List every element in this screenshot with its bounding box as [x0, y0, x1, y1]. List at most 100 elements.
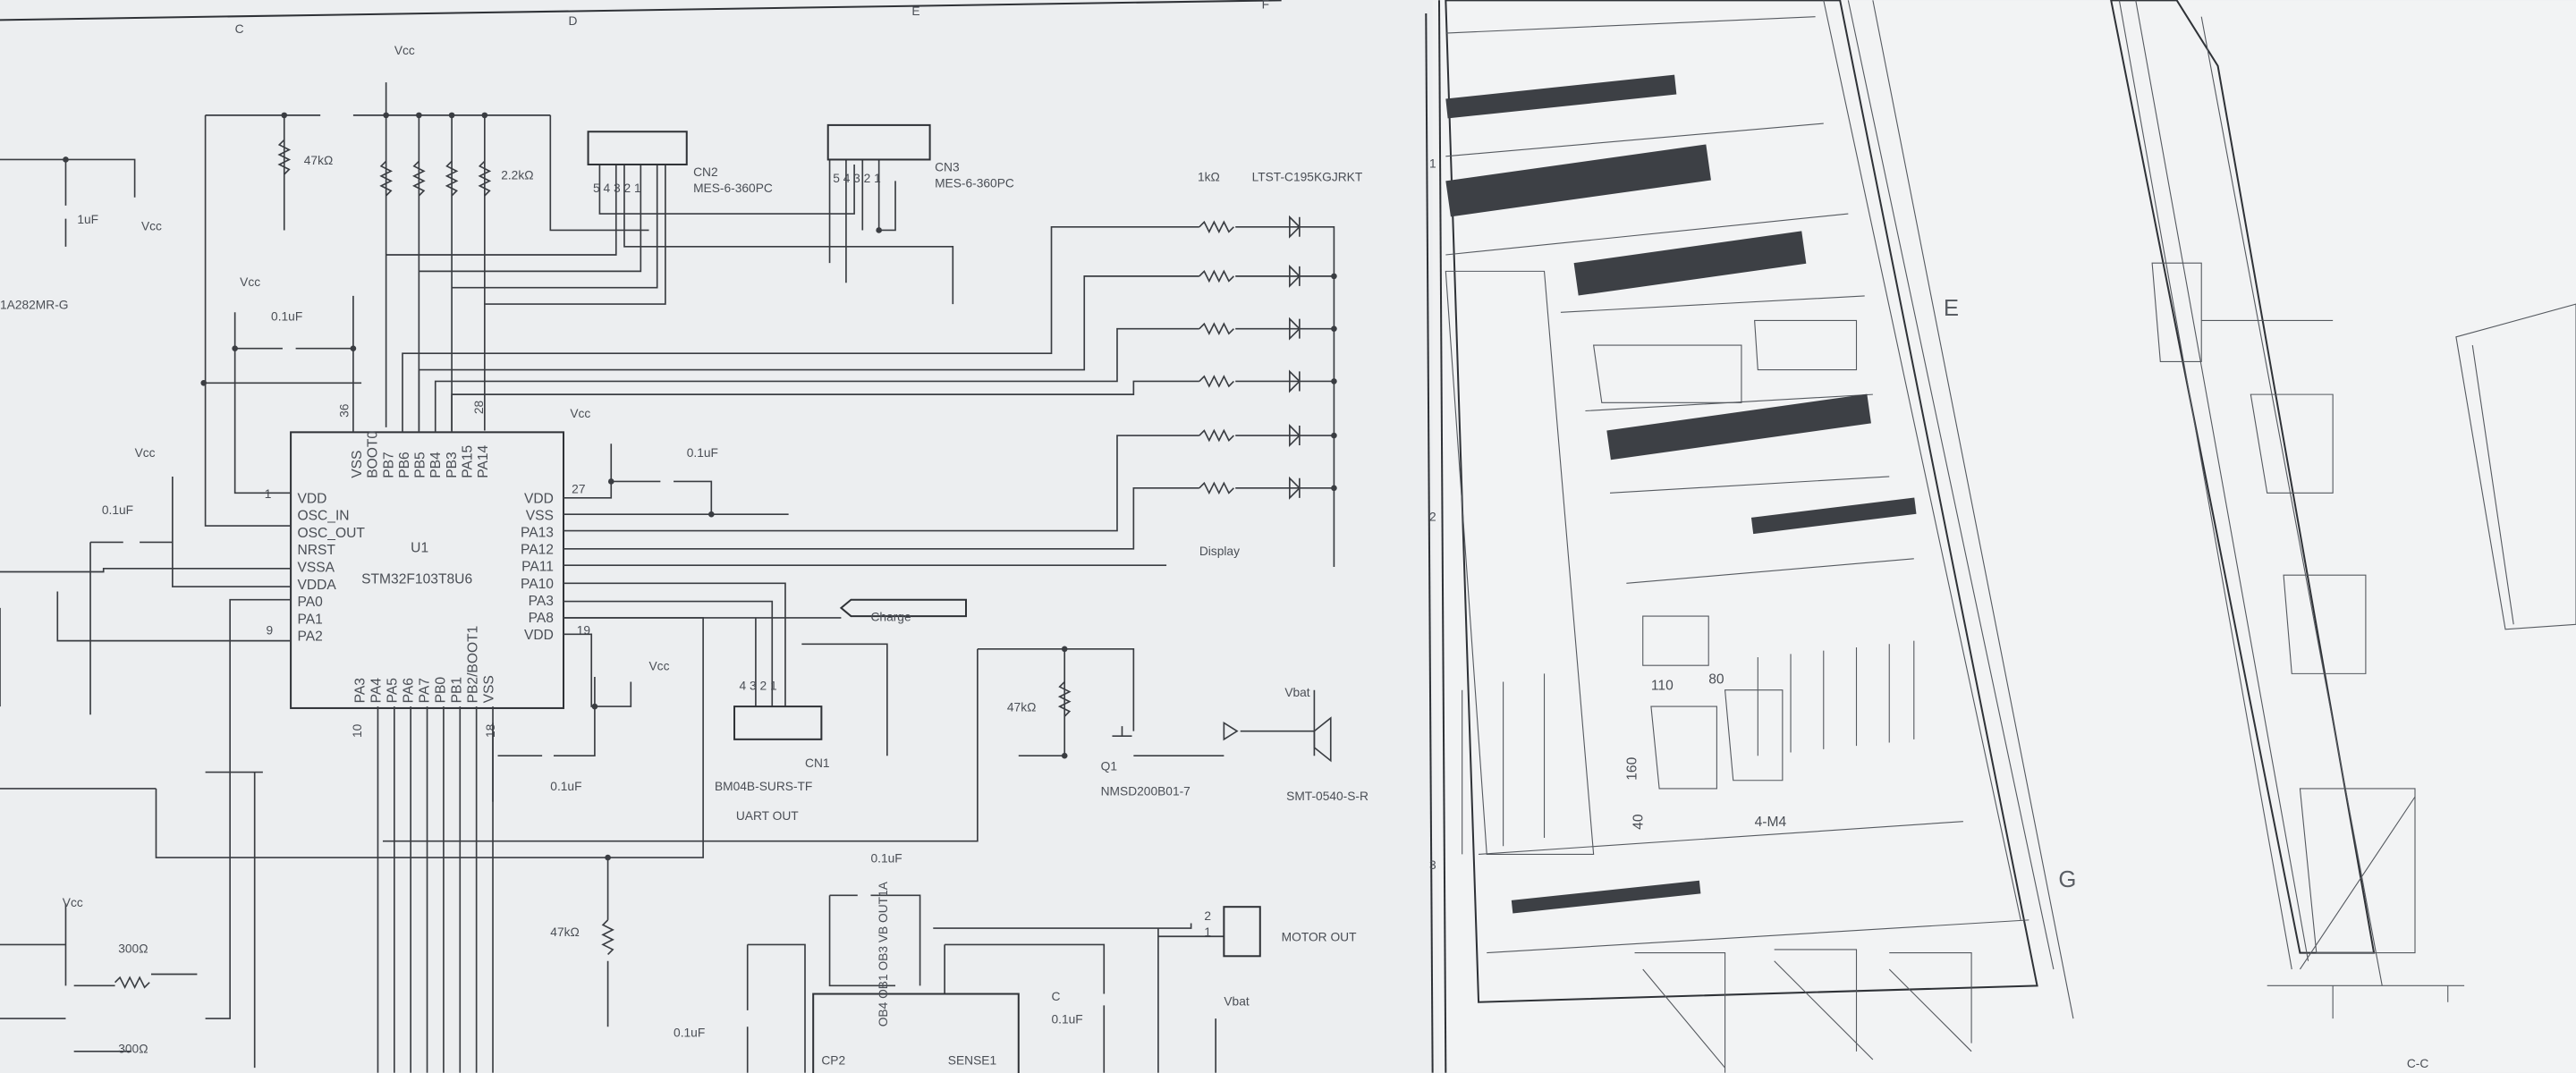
- u1-pin-label: VSS: [350, 451, 365, 478]
- resistor-value: 47kΩ: [550, 925, 580, 939]
- grid-col-c: C: [235, 22, 244, 36]
- capacitor-value: 1uF: [77, 213, 98, 226]
- vbat-label: Vbat: [1284, 686, 1309, 699]
- capacitor-value: 0.1uF: [1052, 1013, 1083, 1027]
- vcc-label: Vcc: [141, 219, 162, 232]
- u1-pin-label: VDD: [297, 491, 326, 506]
- dimension-80: 80: [1708, 672, 1724, 687]
- vbat-label: Vbat: [1224, 994, 1249, 1008]
- q1-ref: Q1: [1101, 760, 1117, 773]
- u1-pin-label: VDD: [524, 491, 554, 506]
- charge-label: Charge: [870, 611, 911, 624]
- u1-pin-label: BOOT0: [366, 431, 381, 478]
- u1-pin-label: PA10: [521, 577, 554, 592]
- schematic-sheet: C D E F VDDOSC_INOSC_OUTNRSTVSSAVDDAPA0P…: [0, 0, 1434, 1073]
- grid-row-3: 3: [1429, 858, 1436, 872]
- pin-number: 9: [267, 623, 274, 637]
- grid-col-d: D: [569, 14, 578, 28]
- capacitor-ref: C: [1052, 990, 1061, 1003]
- u1-pin-label: PA4: [369, 678, 385, 704]
- regulator-part: 1A282MR-G: [0, 299, 69, 312]
- dimension-40: 40: [1631, 814, 1647, 830]
- u1-pin-label: PA13: [521, 526, 554, 541]
- pin-number: 27: [572, 482, 585, 495]
- u1-pin-label: PA0: [297, 595, 323, 610]
- u1-pin-label: PB4: [428, 452, 444, 478]
- sense-pins: OB4 OB1 OB3 VB OUT1A: [877, 881, 890, 1027]
- u1-pin-label: PA7: [418, 678, 433, 703]
- cn2-pins: 5 4 3 2 1: [593, 182, 641, 195]
- vcc-label: Vcc: [570, 407, 590, 420]
- u1-pin-label: VSSA: [297, 560, 335, 575]
- u1-pin-label: VSS: [526, 508, 554, 523]
- grid-row-1: 1: [1429, 157, 1436, 171]
- resistor-value: 47kΩ: [1007, 701, 1037, 714]
- section-label-cc: C-C: [2407, 1057, 2429, 1070]
- motor-pin: 1: [1204, 925, 1211, 939]
- u1-pin-label: PA3: [353, 678, 369, 703]
- u1-pin-label: PB3: [445, 452, 460, 478]
- pin-number: 28: [472, 401, 486, 415]
- buzzer-part: SMT-0540-S-R: [1286, 790, 1368, 803]
- vcc-label: Vcc: [240, 275, 260, 289]
- u1-pin-label: PA3: [529, 594, 554, 609]
- hole-callout: 4-M4: [1755, 815, 1787, 830]
- u1-part: STM32F103T8U6: [361, 571, 472, 587]
- u1-pin-label: PA5: [386, 678, 401, 704]
- capacitor-value: 0.1uF: [550, 780, 581, 793]
- uart-out-label: UART OUT: [736, 809, 799, 823]
- capacitor-value: 0.1uF: [674, 1026, 705, 1039]
- motor-pin: 2: [1204, 909, 1211, 923]
- u1-pin-label: VSS: [482, 675, 497, 703]
- section-marker-e: E: [1944, 296, 1959, 321]
- u1-pin-label: VDD: [524, 628, 554, 643]
- u1-pin-label: PB5: [413, 452, 428, 478]
- pin-number: 1: [265, 487, 272, 501]
- resistor-value: 300Ω: [118, 1043, 148, 1056]
- pin-number: 10: [351, 723, 364, 738]
- resistor-value: 47kΩ: [304, 154, 334, 167]
- resistor-value: 2.2kΩ: [501, 169, 533, 182]
- panel-layout-sheet: 1 2 3 E G 110 80 160 40 4-M4: [1429, 0, 2576, 1073]
- cp2-label: CP2: [821, 1054, 845, 1068]
- cabinet-side-section: C-C: [2110, 0, 2576, 1070]
- capacitor-value: 0.1uF: [687, 446, 718, 460]
- cn3-pins: 5 4 3 2 1: [833, 172, 881, 185]
- u1-pin-label: PB6: [397, 452, 412, 478]
- u1-pin-label: PA14: [476, 444, 491, 477]
- led-part: LTST-C195KGJRKT: [1252, 170, 1363, 183]
- u1-pin-label: PA1: [297, 612, 322, 627]
- cn2-part: MES-6-360PC: [693, 182, 773, 195]
- resistor-value: 300Ω: [118, 942, 148, 956]
- u1-pin-label: PA8: [529, 611, 554, 626]
- u1-pin-label: PB2/BOOT1: [466, 626, 481, 704]
- u1-pin-label: PA15: [461, 444, 476, 477]
- resistor-value: 1kΩ: [1198, 170, 1220, 183]
- capacitor-value: 0.1uF: [102, 503, 133, 517]
- cn1-part: BM04B-SURS-TF: [715, 780, 812, 793]
- dimension-110: 110: [1651, 679, 1674, 694]
- u1-pin-label: OSC_IN: [297, 509, 349, 524]
- sense1-label: SENSE1: [948, 1054, 996, 1068]
- u1-pin-label: PB7: [381, 452, 396, 478]
- motor-out-label: MOTOR OUT: [1282, 931, 1357, 944]
- u1-pin-label: PB0: [434, 677, 449, 704]
- leds: [1289, 215, 1301, 500]
- pin-number: 36: [337, 403, 351, 418]
- schematic-labels: Vcc Vcc Vcc Vcc Vcc Vcc Vcc Vbat Vbat 47…: [0, 44, 1368, 1068]
- u1-pin-label: PA11: [521, 560, 554, 575]
- u1-mcu: VDDOSC_INOSC_OUTNRSTVSSAVDDAPA0PA1PA2VDD…: [265, 401, 590, 738]
- vcc-label: Vcc: [135, 446, 156, 460]
- connectors: [587, 123, 1332, 1073]
- capacitor-value: 0.1uF: [870, 852, 902, 866]
- u1-pin-label: PA6: [402, 678, 417, 703]
- grid-col-f: F: [1262, 0, 1269, 11]
- cn3-ref: CN3: [935, 160, 960, 173]
- u1-ref: U1: [411, 540, 428, 555]
- section-marker-g: G: [2058, 867, 2076, 892]
- u1-pin-label: NRST: [297, 543, 335, 558]
- display-label: Display: [1199, 545, 1240, 558]
- u1-pin-label: OSC_OUT: [297, 526, 365, 541]
- resistors: [114, 139, 1234, 990]
